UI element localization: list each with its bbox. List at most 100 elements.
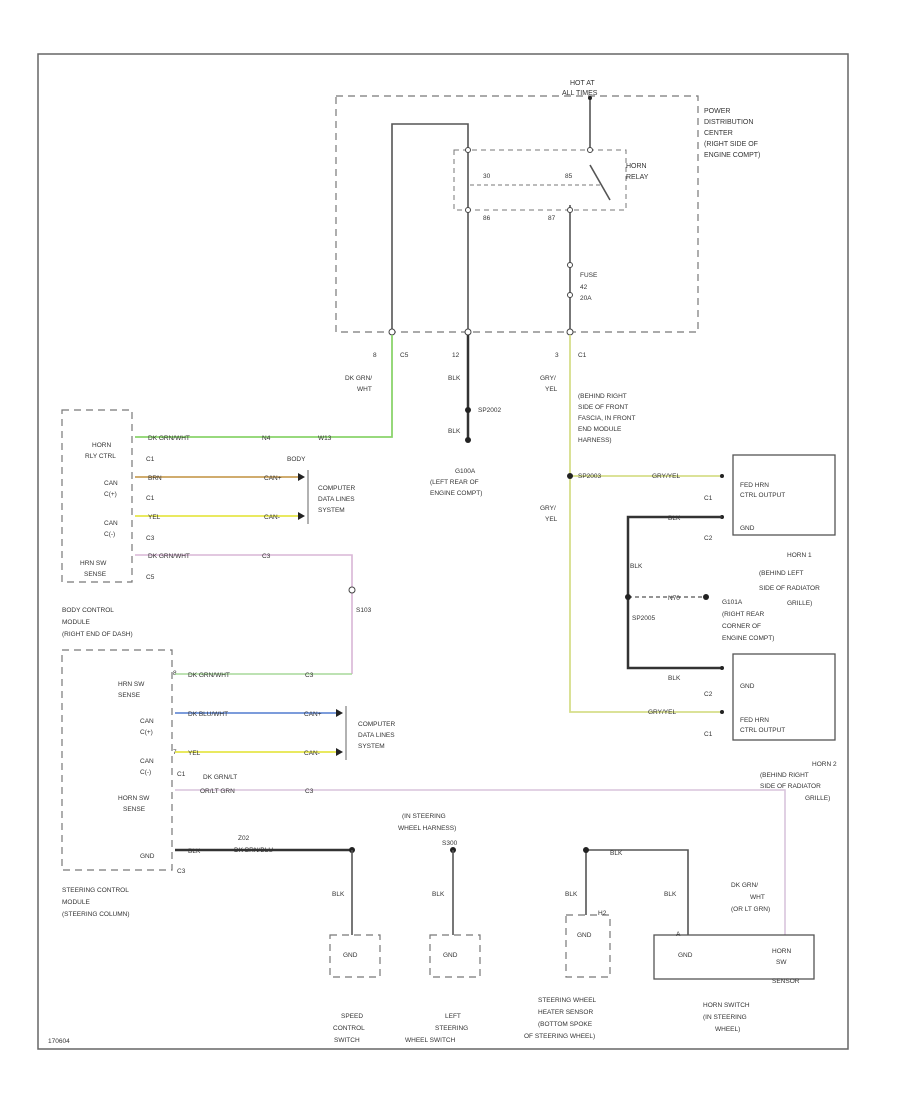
horn-2: GND FED HRN CTRL OUTPUT C2 C1 HORN 2 (BE… (704, 653, 837, 802)
svg-text:GRY/: GRY/ (540, 505, 556, 512)
svg-text:DK GRN/WHT: DK GRN/WHT (148, 553, 190, 560)
svg-text:BODY CONTROL: BODY CONTROL (62, 607, 114, 614)
svg-text:GND: GND (343, 952, 358, 959)
svg-text:BLK: BLK (448, 428, 461, 435)
svg-text:C(+): C(+) (104, 491, 117, 498)
svg-text:DATA LINES: DATA LINES (318, 496, 355, 503)
svg-text:HORN: HORN (772, 948, 791, 955)
svg-text:SENSE: SENSE (84, 571, 107, 578)
svg-text:SP2005: SP2005 (632, 615, 656, 622)
svg-text:87: 87 (548, 215, 556, 222)
svg-text:OF STEERING WHEEL): OF STEERING WHEEL) (524, 1033, 595, 1040)
svg-text:STEERING WHEEL: STEERING WHEEL (538, 997, 597, 1004)
svg-text:SYSTEM: SYSTEM (318, 507, 345, 514)
svg-text:C3: C3 (305, 788, 314, 795)
svg-text:Z02: Z02 (238, 835, 250, 842)
svg-text:(BOTTOM SPOKE: (BOTTOM SPOKE (538, 1021, 593, 1028)
svg-text:YEL: YEL (148, 514, 161, 521)
svg-text:C2: C2 (704, 691, 713, 698)
svg-text:WHEEL SWITCH: WHEEL SWITCH (405, 1037, 456, 1044)
svg-text:BLK: BLK (565, 891, 578, 898)
svg-text:FASCIA, IN FRONT: FASCIA, IN FRONT (578, 415, 635, 422)
svg-text:HORN: HORN (92, 442, 111, 449)
svg-text:42: 42 (580, 284, 588, 291)
svg-text:HORN 2: HORN 2 (812, 761, 837, 768)
svg-text:SP2003: SP2003 (578, 473, 602, 480)
svg-text:GND: GND (443, 952, 458, 959)
svg-text:GND: GND (740, 683, 755, 690)
svg-text:SIDE OF FRONT: SIDE OF FRONT (578, 404, 628, 411)
svg-text:FED HRN: FED HRN (740, 482, 769, 489)
svg-text:C1: C1 (704, 495, 713, 502)
svg-text:(BEHIND RIGHT: (BEHIND RIGHT (578, 393, 627, 400)
svg-text:BRN: BRN (148, 475, 162, 482)
svg-text:SIDE OF RADIATOR: SIDE OF RADIATOR (760, 783, 821, 790)
svg-text:BLK: BLK (610, 850, 623, 857)
svg-text:POWER: POWER (704, 108, 730, 115)
svg-text:BLK: BLK (448, 375, 461, 382)
svg-text:G100A: G100A (455, 468, 476, 475)
svg-text:HORN SW: HORN SW (118, 795, 150, 802)
svg-text:HEATER SENSOR: HEATER SENSOR (538, 1009, 593, 1016)
svg-text:(LEFT REAR OF: (LEFT REAR OF (430, 479, 479, 486)
svg-text:H2: H2 (598, 910, 607, 917)
power-distribution-center: HOT AT ALL TIMES POWER DISTRIBUTION CENT… (335, 80, 760, 359)
svg-text:C5: C5 (400, 352, 409, 359)
footer-code: 170604 (48, 1038, 70, 1045)
bcm-can-wires: BRN CAN+ YEL CAN- BODY COMPUTER DATA LIN… (135, 456, 372, 674)
svg-text:(IN STEERING: (IN STEERING (703, 1014, 747, 1021)
svg-text:C3: C3 (262, 553, 271, 560)
svg-text:(BEHIND RIGHT: (BEHIND RIGHT (760, 772, 809, 779)
svg-text:GRILLE): GRILLE) (805, 795, 830, 802)
svg-text:GND: GND (740, 525, 755, 532)
svg-text:BLK: BLK (664, 891, 677, 898)
svg-text:(OR LT GRN): (OR LT GRN) (731, 906, 770, 913)
svg-text:A: A (676, 931, 681, 938)
svg-text:DATA LINES: DATA LINES (358, 732, 395, 739)
svg-text:BLK: BLK (332, 891, 345, 898)
svg-text:YEL: YEL (188, 750, 201, 757)
svg-text:(BEHIND LEFT: (BEHIND LEFT (759, 570, 803, 577)
svg-text:MODULE: MODULE (62, 899, 90, 906)
svg-text:COMPUTER: COMPUTER (358, 721, 396, 728)
svg-text:GND: GND (678, 952, 693, 959)
svg-text:ENGINE COMPT): ENGINE COMPT) (704, 152, 760, 159)
svg-text:C3: C3 (305, 672, 314, 679)
svg-text:ENGINE COMPT): ENGINE COMPT) (430, 490, 482, 497)
svg-text:CAN: CAN (104, 520, 118, 527)
steering-control-module: HRN SW SENSE 8 CAN C(+) CAN C(-) 7 HORN … (61, 649, 186, 918)
svg-text:HRN SW: HRN SW (118, 681, 145, 688)
svg-text:SYSTEM: SYSTEM (358, 743, 385, 750)
svg-text:(RIGHT SIDE OF: (RIGHT SIDE OF (704, 141, 758, 148)
svg-text:(RIGHT END OF DASH): (RIGHT END OF DASH) (62, 631, 133, 638)
svg-text:C(-): C(-) (140, 769, 151, 776)
horn-relay-box (453, 149, 627, 211)
svg-text:C1: C1 (704, 731, 713, 738)
svg-text:COMPUTER: COMPUTER (318, 485, 356, 492)
svg-text:YEL: YEL (545, 386, 558, 393)
svg-text:BLK: BLK (188, 848, 201, 855)
svg-text:SWITCH: SWITCH (334, 1037, 360, 1044)
svg-text:CAN+: CAN+ (304, 711, 322, 718)
svg-text:DISTRIBUTION: DISTRIBUTION (704, 119, 753, 126)
svg-text:WHT: WHT (357, 386, 372, 393)
svg-text:3: 3 (555, 352, 559, 359)
svg-text:85: 85 (565, 173, 573, 180)
svg-text:CENTER: CENTER (704, 130, 733, 137)
svg-text:CAN-: CAN- (304, 750, 320, 757)
svg-text:END MODULE: END MODULE (578, 426, 622, 433)
svg-text:STEERING: STEERING (435, 1025, 468, 1032)
scm-wires: DK GRN/WHT C3 DK BLU/WHT CAN+ YEL CAN- C… (175, 672, 786, 935)
svg-text:GRY/: GRY/ (540, 375, 556, 382)
svg-text:GRY/YEL: GRY/YEL (648, 709, 676, 716)
svg-text:SIDE OF RADIATOR: SIDE OF RADIATOR (759, 585, 820, 592)
svg-text:(RIGHT REAR: (RIGHT REAR (722, 611, 764, 618)
svg-text:DK GRN/: DK GRN/ (731, 882, 758, 889)
svg-text:DK GRN/WHT: DK GRN/WHT (188, 672, 230, 679)
horn-ground-loop: BLK BLK BLK N70 SP2005 G101A (RIGHT REAR… (625, 515, 774, 682)
svg-text:CORNER OF: CORNER OF (722, 623, 761, 630)
svg-text:C5: C5 (146, 574, 155, 581)
svg-text:SP2002: SP2002 (478, 407, 502, 414)
svg-text:CTRL OUTPUT: CTRL OUTPUT (740, 727, 785, 734)
